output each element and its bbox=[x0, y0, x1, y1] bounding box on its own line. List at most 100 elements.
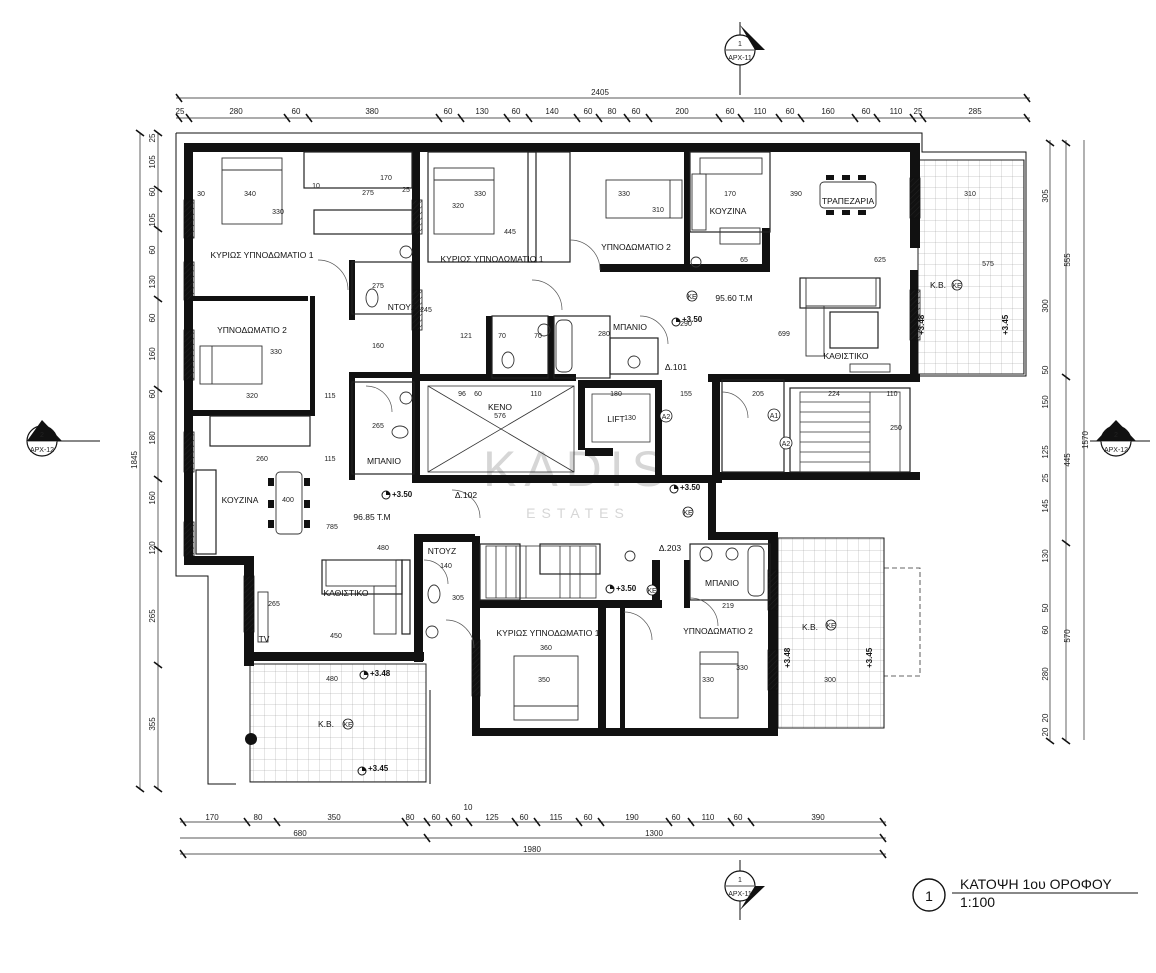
dim-left: 105 bbox=[148, 155, 157, 169]
furniture bbox=[199, 157, 891, 721]
symbols: ΚΕ ΚΕ ΚΕ ΚΕ ΚΕ ΚΕ Α2 Α1 Α2 bbox=[245, 279, 963, 745]
door-swings bbox=[317, 239, 749, 649]
room-bed2-low: ΥΠΝΟΔΩΜΑΤΙΟ 2 bbox=[683, 626, 753, 636]
hatched-columns bbox=[183, 177, 921, 697]
sofa-top bbox=[805, 277, 877, 307]
rd: 110 bbox=[530, 391, 541, 398]
room-bed2-top: ΥΠΝΟΔΩΜΑΤΙΟ 2 bbox=[601, 242, 671, 252]
dim-bottom: 60 bbox=[672, 813, 681, 822]
section-left-num: 2 bbox=[40, 432, 44, 439]
rd: 140 bbox=[440, 563, 452, 570]
rd: 70 bbox=[534, 333, 542, 340]
dim-left: 60 bbox=[148, 313, 157, 322]
dim-top: 60 bbox=[726, 107, 735, 116]
title-circle bbox=[912, 878, 946, 912]
dim-left: 180 bbox=[148, 431, 157, 445]
section-bottom-ref: ΑΡΧ-11 bbox=[728, 891, 752, 898]
dim-top: 60 bbox=[862, 107, 871, 116]
dim-bottom: 60 bbox=[520, 813, 529, 822]
room-kv-left: Κ.Β. bbox=[318, 719, 334, 729]
title-block: 1 ΚΑΤΟΨΗ 1ου ΟΡΟΦΟΥ 1:100 bbox=[912, 876, 1138, 912]
dim-bottom: 10 bbox=[464, 803, 473, 812]
rd: 205 bbox=[752, 391, 764, 398]
dim-right: 25 bbox=[1041, 473, 1050, 482]
rd: 10 bbox=[312, 183, 320, 190]
room-bath-mid: ΜΠΑΝΙΟ bbox=[613, 322, 647, 332]
rd: 115 bbox=[324, 456, 335, 463]
dim-right-overall: 1570 bbox=[1081, 431, 1090, 449]
rd: 60 bbox=[474, 391, 482, 398]
dim-top: 80 bbox=[608, 107, 617, 116]
level-low: +3.50 bbox=[616, 584, 637, 593]
rd: 699 bbox=[778, 331, 790, 338]
a1-symbol: Α1 bbox=[770, 413, 779, 420]
room-kv-top: Κ.Β. bbox=[930, 280, 946, 290]
rd: 290 bbox=[680, 321, 692, 328]
rd: 121 bbox=[460, 333, 472, 340]
room-kitchen-left: ΚΟΥΖΙΝΑ bbox=[222, 495, 259, 505]
bathtub-mid bbox=[555, 319, 573, 373]
balcony-low-right bbox=[777, 537, 885, 729]
rd: 275 bbox=[372, 283, 384, 290]
dim-left: 105 bbox=[148, 213, 157, 227]
dim-top: 110 bbox=[754, 107, 767, 116]
rd: 310 bbox=[652, 207, 664, 214]
level-balcony-right-2: +3.45 bbox=[865, 647, 874, 668]
dim-bottom: 125 bbox=[485, 813, 499, 822]
dim-right: 150 bbox=[1041, 395, 1050, 409]
room-master1-mid: ΚΥΡΙΩΣ ΥΠΝΟΔΩΜΑΤΙΟ 1 bbox=[441, 254, 544, 264]
dim-top: 110 bbox=[890, 107, 903, 116]
rd: 65 bbox=[740, 257, 748, 264]
partitions bbox=[195, 151, 911, 635]
rd: 275 bbox=[362, 190, 374, 197]
rd: 340 bbox=[244, 191, 256, 198]
rd: 305 bbox=[452, 595, 464, 602]
dimension-lines bbox=[139, 97, 1085, 855]
title-name: ΚΑΤΟΨΗ 1ου ΟΡΟΦΟΥ bbox=[960, 876, 1112, 892]
rd: 450 bbox=[330, 633, 342, 640]
dim-right-group-c: 570 bbox=[1063, 629, 1072, 643]
a2-symbol: Α2 bbox=[662, 414, 671, 421]
rd: 245 bbox=[420, 307, 432, 314]
balcony-top-right bbox=[917, 159, 1025, 375]
kitchen-table bbox=[275, 471, 303, 535]
ke-symbol: ΚΕ bbox=[647, 588, 657, 595]
right-dimension-labels: 1570 555 445 570 305 300 50 150 125 25 1… bbox=[1041, 189, 1090, 737]
dim-bottom: 80 bbox=[406, 813, 415, 822]
bed-master-low bbox=[513, 655, 579, 721]
dim-top: 60 bbox=[786, 107, 795, 116]
dim-bottom: 110 bbox=[702, 813, 715, 822]
rd: 265 bbox=[268, 601, 280, 608]
awning-outline bbox=[883, 567, 921, 677]
dining-table bbox=[819, 181, 877, 209]
top-dimension-labels: 2405 25 280 60 380 60 130 60 140 60 80 6… bbox=[176, 88, 983, 116]
dim-right: 130 bbox=[1041, 549, 1050, 563]
dim-top: 60 bbox=[632, 107, 641, 116]
room-shower-top: ΝΤΟΥΖ bbox=[388, 302, 416, 312]
dim-left: 130 bbox=[148, 275, 157, 289]
room-shower-low: ΝΤΟΥΖ bbox=[428, 546, 456, 556]
rd: 785 bbox=[326, 524, 338, 531]
rd: 250 bbox=[890, 425, 902, 432]
dim-right: 145 bbox=[1041, 499, 1050, 513]
rd: 70 bbox=[498, 333, 506, 340]
section-bottom-num: 1 bbox=[738, 877, 742, 884]
rd: 30 bbox=[197, 191, 205, 198]
dim-left-overall: 1845 bbox=[130, 451, 139, 469]
door-tag-d101: Δ.101 bbox=[665, 362, 687, 372]
dim-bottom: 80 bbox=[254, 813, 263, 822]
ke-symbol: ΚΕ bbox=[683, 510, 693, 517]
room-lift: LIFT bbox=[607, 414, 624, 424]
room-kitchen-top: ΚΟΥΖΙΝΑ bbox=[710, 206, 747, 216]
rd: 390 bbox=[790, 191, 802, 198]
toilet-2 bbox=[391, 425, 409, 439]
dim-top: 200 bbox=[675, 107, 689, 116]
section-marker-right: 2 ΑΡΧ-12 bbox=[1090, 420, 1150, 457]
dim-bottom: 60 bbox=[432, 813, 441, 822]
stairs bbox=[427, 385, 901, 599]
room-master1-left: ΚΥΡΙΩΣ ΥΠΝΟΔΩΜΑΤΙΟ 1 bbox=[211, 250, 314, 260]
dim-top: 60 bbox=[512, 107, 521, 116]
sink-1 bbox=[399, 245, 413, 259]
dim-right: 50 bbox=[1041, 365, 1050, 374]
